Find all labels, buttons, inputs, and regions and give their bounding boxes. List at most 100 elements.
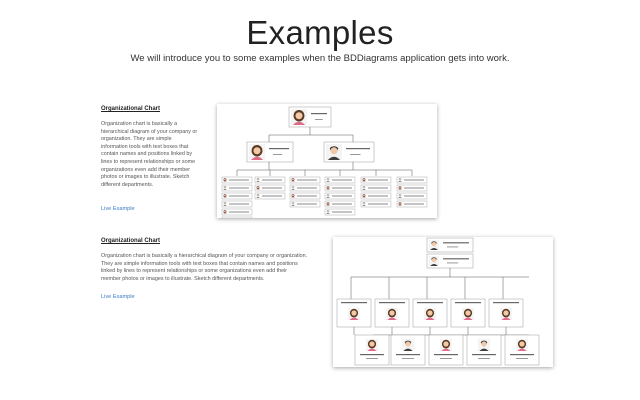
female-avatar-icon bbox=[398, 186, 402, 190]
org-chart-preview-2[interactable] bbox=[333, 237, 553, 367]
section-2-title: Organizational Chart bbox=[101, 238, 161, 244]
node-text bbox=[455, 302, 481, 304]
node-text bbox=[404, 187, 424, 189]
male-avatar-icon bbox=[398, 194, 402, 198]
male-avatar-icon bbox=[429, 256, 439, 266]
male-avatar-icon bbox=[326, 144, 342, 160]
node-text bbox=[447, 262, 459, 264]
node-text bbox=[516, 358, 528, 359]
node-text bbox=[440, 358, 452, 359]
male-avatar-icon bbox=[478, 339, 490, 351]
section-1-body-line: photos or images to illustrate. Sketch bbox=[101, 174, 190, 181]
node-text bbox=[510, 354, 534, 356]
node-text bbox=[262, 179, 282, 181]
female-avatar-icon bbox=[249, 144, 265, 160]
female-avatar-icon bbox=[348, 308, 360, 320]
node-text bbox=[262, 195, 282, 197]
node-text bbox=[417, 302, 443, 304]
node-text bbox=[493, 302, 519, 304]
female-avatar-icon bbox=[291, 109, 307, 125]
section-1-body-line: organizations even add their member bbox=[101, 166, 190, 173]
female-avatar-icon bbox=[326, 186, 330, 190]
node-text bbox=[297, 195, 317, 197]
male-avatar-icon bbox=[256, 178, 260, 182]
node-text bbox=[332, 195, 352, 197]
node-text bbox=[366, 358, 378, 359]
female-avatar-icon bbox=[362, 194, 366, 198]
section-1-body-line: information tools with text boxes that bbox=[101, 143, 189, 150]
node-text bbox=[269, 148, 289, 150]
node-text bbox=[404, 203, 424, 205]
node-text bbox=[478, 358, 490, 359]
section-1-title: Organizational Chart bbox=[101, 106, 161, 112]
male-avatar-icon bbox=[291, 186, 295, 190]
female-avatar-icon bbox=[386, 308, 398, 320]
node-text bbox=[443, 242, 469, 244]
node-text bbox=[379, 302, 405, 304]
node-text bbox=[368, 203, 388, 205]
section-2-live-example-link[interactable]: Live Example bbox=[101, 294, 135, 300]
node-text bbox=[332, 187, 352, 189]
female-avatar-icon bbox=[462, 308, 474, 320]
section-1-body-line: different departments. bbox=[101, 181, 154, 188]
section-1-live-example-link[interactable]: Live Example bbox=[101, 206, 135, 212]
hero-title: Examples bbox=[246, 14, 394, 51]
node-text bbox=[297, 179, 317, 181]
female-avatar-icon bbox=[291, 194, 295, 198]
node-text bbox=[346, 148, 370, 150]
node-text bbox=[273, 154, 283, 155]
male-avatar-icon bbox=[326, 210, 330, 214]
female-avatar-icon bbox=[223, 210, 227, 214]
node-text bbox=[332, 203, 352, 205]
female-avatar-icon bbox=[516, 339, 528, 351]
org-chart-preview-1[interactable] bbox=[217, 104, 437, 218]
node-text bbox=[368, 187, 388, 189]
node-text bbox=[402, 358, 414, 359]
section-1-body-line: organization. They are simple bbox=[101, 136, 172, 143]
node-text bbox=[229, 203, 249, 205]
female-avatar-icon bbox=[256, 186, 260, 190]
node-text bbox=[360, 354, 384, 356]
female-avatar-icon bbox=[362, 178, 366, 182]
node-text bbox=[229, 179, 249, 181]
node-text bbox=[229, 211, 249, 213]
node-text bbox=[229, 195, 249, 197]
node-text bbox=[404, 195, 424, 197]
male-avatar-icon bbox=[402, 339, 414, 351]
male-avatar-icon bbox=[362, 186, 366, 190]
male-avatar-icon bbox=[326, 194, 330, 198]
node-text bbox=[404, 179, 424, 181]
section-2-body-line: member photos or images to illustrate. S… bbox=[101, 275, 265, 282]
org-chart-1-svg bbox=[221, 106, 428, 218]
male-avatar-icon bbox=[223, 186, 227, 190]
node-text bbox=[311, 113, 327, 115]
node-text bbox=[297, 187, 317, 189]
node-text bbox=[443, 258, 469, 260]
node-text bbox=[434, 354, 458, 356]
female-avatar-icon bbox=[291, 178, 295, 182]
node-text bbox=[332, 211, 352, 213]
male-avatar-icon bbox=[326, 178, 330, 182]
node-text bbox=[341, 302, 367, 304]
section-2-body-line: Organization chart is basically a hierar… bbox=[101, 253, 308, 259]
node-text bbox=[368, 179, 388, 181]
male-avatar-icon bbox=[223, 202, 227, 206]
section-2-body-line: linked by lines to represent relationshi… bbox=[101, 268, 288, 275]
male-avatar-icon bbox=[291, 202, 295, 206]
section-1-body-line: contain names and positions linked by bbox=[101, 151, 193, 158]
male-avatar-icon bbox=[429, 240, 439, 250]
node-text bbox=[447, 246, 459, 248]
hero-subtitle: We will introduce you to some examples w… bbox=[130, 53, 510, 64]
section-1-body-line: hierarchical diagram of your company or bbox=[101, 128, 198, 135]
node-text bbox=[332, 179, 352, 181]
male-avatar-icon bbox=[362, 202, 366, 206]
node-text bbox=[315, 119, 323, 120]
female-avatar-icon bbox=[326, 202, 330, 206]
female-avatar-icon bbox=[440, 339, 452, 351]
female-avatar-icon bbox=[500, 308, 512, 320]
female-avatar-icon bbox=[398, 202, 402, 206]
org-node bbox=[221, 216, 253, 218]
male-avatar-icon bbox=[398, 178, 402, 182]
section-2-body-line: They are simple information tools with t… bbox=[101, 260, 298, 267]
section-1-body-line: lines to represent relationships or some bbox=[101, 158, 196, 165]
